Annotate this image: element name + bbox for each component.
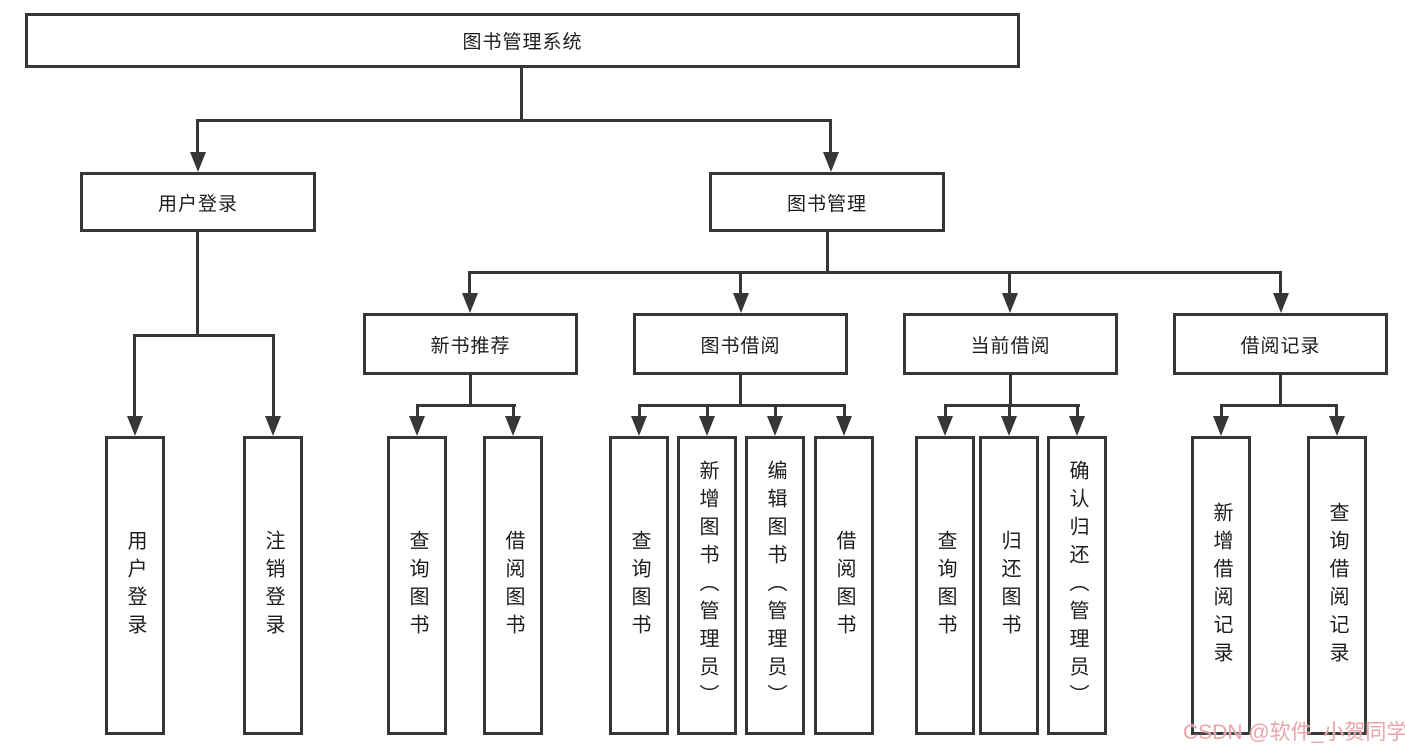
arrowhead-icon (733, 293, 749, 313)
node-label: 用户登录 (157, 193, 238, 215)
arrowhead-icon (505, 416, 521, 436)
arrowhead-icon (699, 416, 715, 436)
csdn-watermark: CSDN @软件_小贺同学 (1183, 721, 1405, 744)
connector-line (1279, 375, 1282, 406)
arrowhead-icon (937, 416, 953, 436)
arrowhead-icon (1273, 293, 1289, 313)
connector-line (774, 404, 777, 418)
leaf-query-books-recommend: 查询图书 (387, 436, 447, 735)
node-user-login: 用户登录 (80, 172, 316, 232)
connector-line (468, 271, 471, 294)
node-book-management: 图书管理 (709, 172, 945, 232)
node-label: 图书管理 (786, 193, 867, 215)
arrowhead-icon (409, 416, 425, 436)
node-root-library-system: 图书管理系统 (25, 13, 1020, 68)
node-label: 新书推荐 (430, 335, 511, 357)
connector-line (520, 68, 523, 122)
leaf-edit-books-admin: 编辑图书（管理员） (745, 436, 805, 735)
leaf-query-books-borrowing: 查询图书 (609, 436, 669, 735)
leaf-confirm-return-admin: 确认归还（管理员） (1047, 436, 1107, 735)
connector-line (416, 404, 516, 407)
connector-line (706, 404, 709, 418)
node-current-borrowing: 当前借阅 (903, 313, 1118, 375)
connector-line (826, 232, 829, 274)
connector-line (196, 119, 199, 155)
connector-line (416, 404, 419, 418)
connector-line (829, 119, 832, 155)
arrowhead-icon (823, 152, 839, 172)
leaf-borrow-books-recommend: 借阅图书 (483, 436, 543, 735)
leaf-add-books-admin: 新增图书（管理员） (677, 436, 737, 735)
connector-line (468, 271, 1282, 274)
connector-line (1009, 375, 1012, 406)
connector-line (133, 334, 136, 416)
node-borrowing-records: 借阅记录 (1173, 313, 1388, 375)
connector-line (1008, 404, 1011, 418)
node-label: 借阅记录 (1240, 335, 1321, 357)
arrowhead-icon (1069, 416, 1085, 436)
arrowhead-icon (1329, 416, 1345, 436)
node-book-borrowing: 图书借阅 (633, 313, 848, 375)
arrowhead-icon (265, 416, 281, 436)
node-label: 图书管理系统 (462, 32, 583, 53)
arrowhead-icon (836, 416, 852, 436)
connector-line (1220, 404, 1338, 407)
leaf-add-borrow-record: 新增借阅记录 (1191, 436, 1251, 735)
leaf-user-login: 用户登录 (105, 436, 165, 735)
connector-line (1220, 404, 1223, 418)
connector-line (944, 404, 947, 418)
arrowhead-icon (767, 416, 783, 436)
node-label: 当前借阅 (970, 335, 1051, 357)
arrowhead-icon (190, 152, 206, 172)
connector-line (196, 232, 199, 337)
leaf-return-books: 归还图书 (979, 436, 1039, 735)
connector-line (944, 404, 1080, 407)
connector-line (133, 334, 275, 337)
node-label: 图书借阅 (700, 335, 781, 357)
leaf-borrow-books: 借阅图书 (814, 436, 874, 735)
connector-line (469, 375, 472, 406)
arrowhead-icon (1001, 416, 1017, 436)
arrowhead-icon (631, 416, 647, 436)
connector-line (638, 404, 846, 407)
connector-line (1279, 271, 1282, 294)
connector-line (1335, 404, 1338, 418)
arrowhead-icon (462, 293, 478, 313)
connector-line (843, 404, 846, 418)
arrowhead-icon (1213, 416, 1229, 436)
connector-line (739, 375, 742, 406)
connector-line (638, 404, 641, 418)
connector-line (196, 119, 832, 122)
node-new-book-recommendation: 新书推荐 (363, 313, 578, 375)
connector-line (1008, 271, 1011, 294)
leaf-logout: 注销登录 (243, 436, 303, 735)
connector-line (272, 334, 275, 416)
leaf-query-borrow-record: 查询借阅记录 (1307, 436, 1367, 735)
leaf-query-books-current: 查询图书 (915, 436, 975, 735)
connector-line (512, 404, 515, 418)
arrowhead-icon (127, 416, 143, 436)
connector-line (1076, 404, 1079, 418)
arrowhead-icon (1002, 293, 1018, 313)
connector-line (739, 271, 742, 294)
